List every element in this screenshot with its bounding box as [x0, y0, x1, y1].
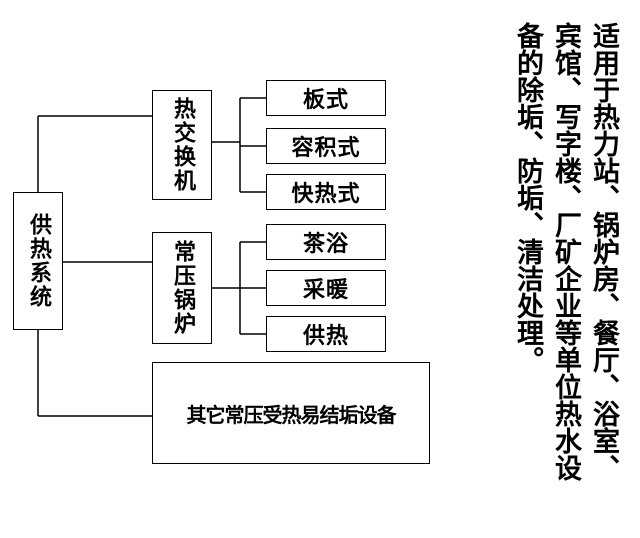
group-node-boiler: 常压锅炉 [152, 232, 212, 344]
group-node-heat-exchanger: 热交换机 [152, 90, 212, 200]
note-line-1: 适用于热力站、锅炉房、餐厅、浴室、 [588, 22, 619, 481]
note-line-2: 宾馆、写字楼、厂矿企业等单位热水设 [550, 22, 581, 481]
note-line-3: 备的除垢、防垢、清洁处理。 [512, 22, 543, 373]
child-node: 供热 [266, 316, 386, 352]
child-node: 茶浴 [266, 224, 386, 260]
root-node: 供热系统 [13, 192, 63, 330]
child-node: 采暖 [266, 270, 386, 306]
child-label: 茶浴 [302, 232, 349, 257]
group-label: 常压锅炉 [170, 240, 195, 336]
other-label: 其它常压受热易结垢设备 [186, 402, 397, 427]
child-node: 板式 [266, 80, 386, 116]
child-node: 容积式 [266, 128, 386, 164]
child-label: 容积式 [291, 136, 361, 161]
child-label: 板式 [302, 88, 349, 113]
child-node: 快热式 [266, 174, 386, 210]
child-label: 快热式 [291, 182, 361, 207]
child-label: 采暖 [302, 278, 349, 303]
group-label: 热交换机 [170, 97, 195, 193]
child-label: 供热 [302, 324, 349, 349]
other-equipment-node: 其它常压受热易结垢设备 [152, 362, 430, 464]
root-label: 供热系统 [26, 213, 51, 309]
